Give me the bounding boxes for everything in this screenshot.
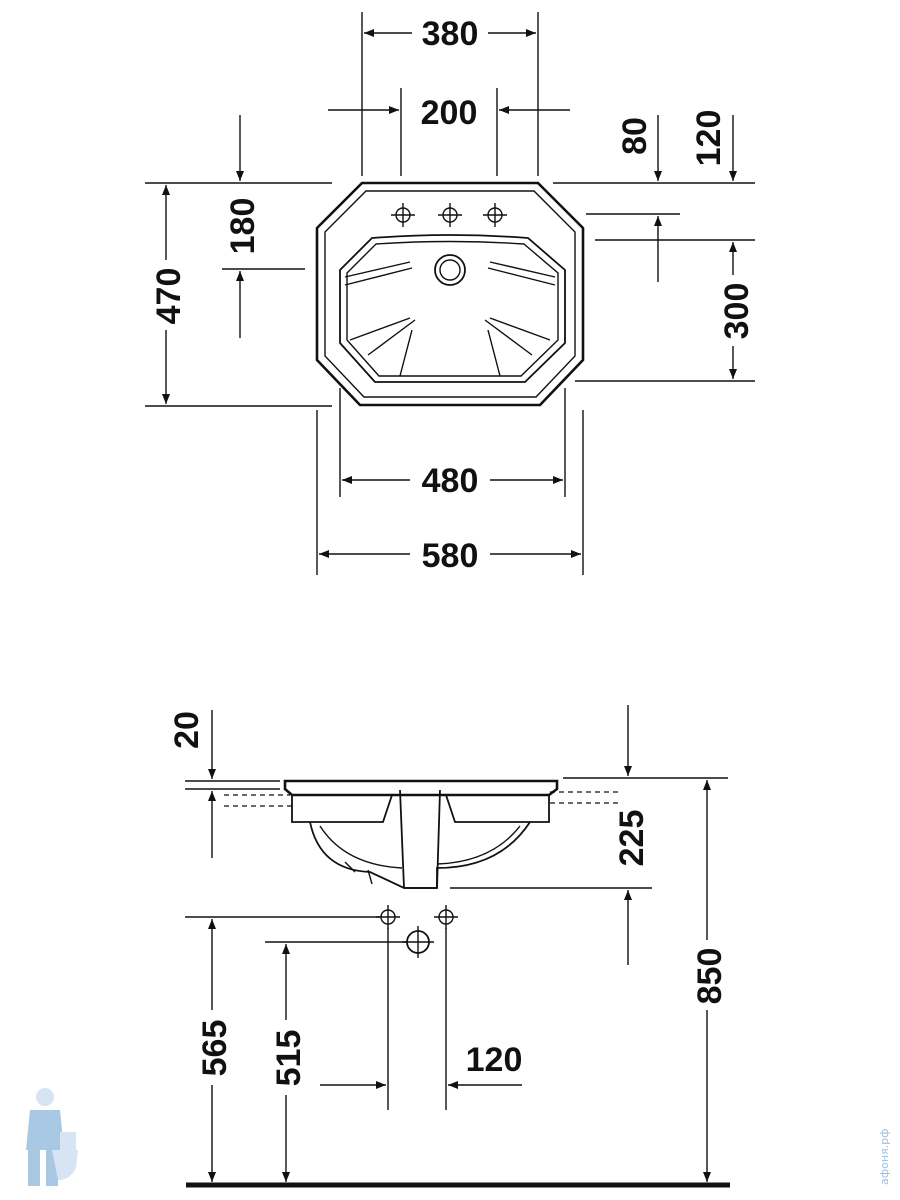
tap-hole-left-icon — [391, 203, 415, 227]
bowl-inner-line — [346, 240, 559, 377]
svg-text:120: 120 — [466, 1041, 523, 1079]
top-view: 380 200 470 180 — [145, 12, 756, 575]
basin-body-section — [291, 794, 550, 823]
svg-text:380: 380 — [422, 15, 479, 53]
dim-850: 850 — [691, 780, 729, 1182]
overflow-drain-icon — [434, 254, 466, 286]
dim-200: 200 — [328, 88, 570, 176]
watermark-text: афоня.рф — [878, 1128, 891, 1185]
svg-text:480: 480 — [422, 462, 479, 500]
dim-225: 225 — [450, 705, 728, 965]
svg-text:565: 565 — [196, 1020, 234, 1077]
dim-470: 470 — [145, 182, 332, 407]
dim-80-120: 80 120 — [553, 110, 755, 282]
svg-text:300: 300 — [718, 283, 756, 340]
bowl-outline — [339, 234, 566, 383]
svg-text:225: 225 — [613, 810, 651, 867]
svg-text:80: 80 — [616, 117, 654, 155]
dim-565: 565 — [185, 916, 380, 1182]
dim-300: 300 — [575, 242, 756, 382]
basin-outer-rim — [315, 181, 585, 407]
dim-480: 480 — [339, 388, 566, 500]
svg-text:120: 120 — [690, 110, 728, 167]
waste-outlet-icon — [402, 926, 434, 958]
supply-right-icon — [434, 905, 458, 929]
side-view: 20 225 850 565 515 — [168, 705, 730, 1188]
dim-580: 580 — [316, 410, 584, 575]
svg-text:180: 180 — [224, 198, 262, 255]
tap-hole-right-icon — [483, 203, 507, 227]
svg-text:20: 20 — [168, 711, 206, 749]
tap-holes — [391, 203, 507, 227]
dim-120-supply: 120 — [320, 928, 522, 1110]
plumber-mascot-logo — [26, 1088, 78, 1186]
svg-text:515: 515 — [270, 1030, 308, 1087]
svg-text:470: 470 — [150, 268, 188, 325]
svg-text:200: 200 — [421, 94, 478, 132]
tap-hole-center-icon — [438, 203, 462, 227]
bowl-section — [309, 821, 531, 889]
dim-20: 20 — [168, 710, 280, 858]
drain-outlet — [399, 789, 441, 889]
svg-text:850: 850 — [691, 948, 729, 1005]
svg-text:580: 580 — [422, 537, 479, 575]
dim-380: 380 — [361, 12, 539, 176]
basin-rim-section — [283, 779, 559, 797]
basin-inner-rim — [324, 190, 576, 398]
dim-515: 515 — [265, 941, 406, 1182]
dim-180: 180 — [222, 115, 305, 338]
bowl-ribs — [344, 261, 556, 377]
